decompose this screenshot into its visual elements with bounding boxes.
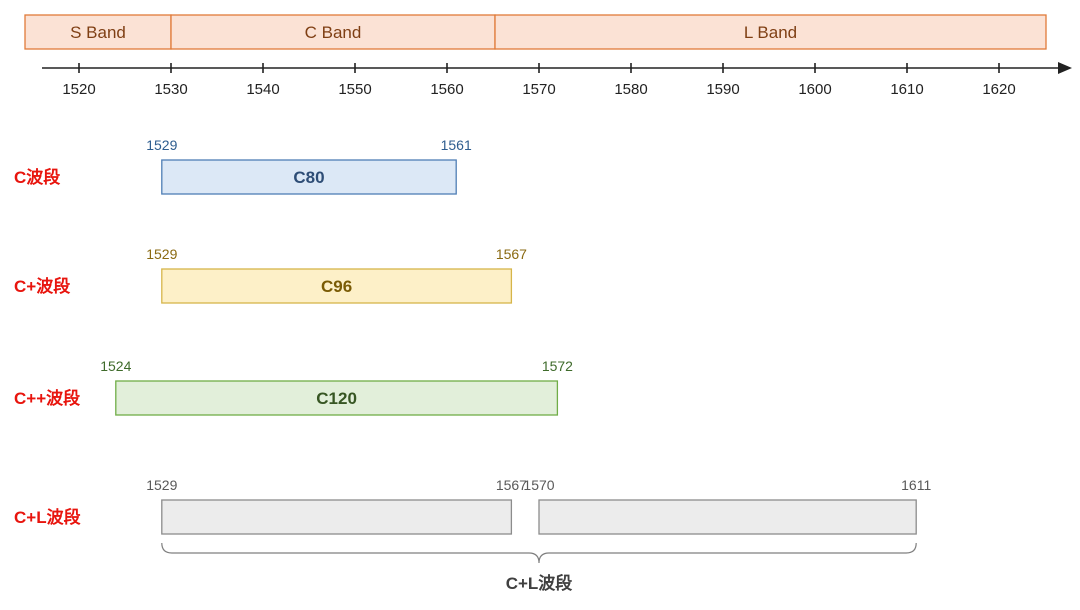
axis-tick-label: 1580 bbox=[614, 81, 647, 98]
row-label: C+L波段 bbox=[14, 507, 81, 527]
segment-start-label: 1529 bbox=[146, 477, 177, 493]
segment-box bbox=[161, 499, 513, 535]
segment-name: C96 bbox=[321, 277, 352, 296]
segment-start-label: 1524 bbox=[100, 358, 131, 374]
axis-tick-label: 1600 bbox=[798, 81, 831, 98]
brace-group: C+L波段 bbox=[161, 542, 917, 593]
segment-start-label: 1529 bbox=[146, 137, 177, 153]
segment-end-label: 1567 bbox=[496, 246, 527, 262]
segment-box bbox=[538, 499, 917, 535]
axis-arrow-icon bbox=[1058, 62, 1072, 74]
axis-tick-label: 1610 bbox=[890, 81, 923, 98]
band-header-label: S Band bbox=[70, 23, 126, 42]
axis-tick-label: 1620 bbox=[982, 81, 1015, 98]
brace-label: C+L波段 bbox=[506, 573, 573, 593]
band-header-box bbox=[170, 14, 496, 50]
band-header-label: L Band bbox=[744, 23, 797, 42]
axis-tick-label: 1530 bbox=[154, 81, 187, 98]
wavelength-axis: 1520 1530 1540 1550 1560 1570 1580 1590 1600 1610… bbox=[42, 62, 1072, 98]
band-segment: C96 1529 1567 bbox=[146, 246, 527, 304]
segment-start-label: 1529 bbox=[146, 246, 177, 262]
axis-tick-label: 1570 bbox=[522, 81, 555, 98]
band-header-l-band: L Band bbox=[494, 14, 1047, 50]
segment-box bbox=[115, 380, 559, 416]
segment-end-label: 1572 bbox=[542, 358, 573, 374]
band-segment: 1529 1567 bbox=[146, 477, 527, 535]
band-segment: C120 1524 1572 bbox=[100, 358, 573, 416]
band-header-c-band: C Band bbox=[170, 14, 496, 50]
segment-end-label: 1611 bbox=[901, 477, 931, 493]
segment-box bbox=[161, 268, 513, 304]
band-header-box bbox=[24, 14, 172, 50]
segment-name: C80 bbox=[293, 168, 324, 187]
brace-icon bbox=[161, 542, 917, 564]
band-segment: C80 1529 1561 bbox=[146, 137, 472, 195]
band-row: C波段 C80 1529 1561 bbox=[14, 137, 472, 195]
row-label: C波段 bbox=[14, 167, 60, 187]
axis-tick-label: 1590 bbox=[706, 81, 739, 98]
row-label: C+波段 bbox=[14, 276, 70, 296]
segment-end-label: 1567 bbox=[496, 477, 527, 493]
segment-start-label: 1570 bbox=[523, 477, 554, 493]
axis-tick-label: 1550 bbox=[338, 81, 371, 98]
band-row: C++波段 C120 1524 1572 bbox=[14, 358, 573, 416]
segment-end-label: 1561 bbox=[441, 137, 472, 153]
band-header-box bbox=[494, 14, 1047, 50]
segment-box bbox=[161, 159, 457, 195]
axis-tick-label: 1520 bbox=[62, 81, 95, 98]
band-header-s-band: S Band bbox=[24, 14, 172, 50]
band-row: C+波段 C96 1529 1567 bbox=[14, 246, 527, 304]
segment-name: C120 bbox=[316, 389, 357, 408]
row-label: C++波段 bbox=[14, 388, 80, 408]
band-header-label: C Band bbox=[305, 23, 362, 42]
band-header: S Band C Band L Band bbox=[24, 14, 1047, 50]
axis-tick-label: 1560 bbox=[430, 81, 463, 98]
band-segment: 1570 1611 bbox=[523, 477, 931, 535]
axis-tick-label: 1540 bbox=[246, 81, 279, 98]
